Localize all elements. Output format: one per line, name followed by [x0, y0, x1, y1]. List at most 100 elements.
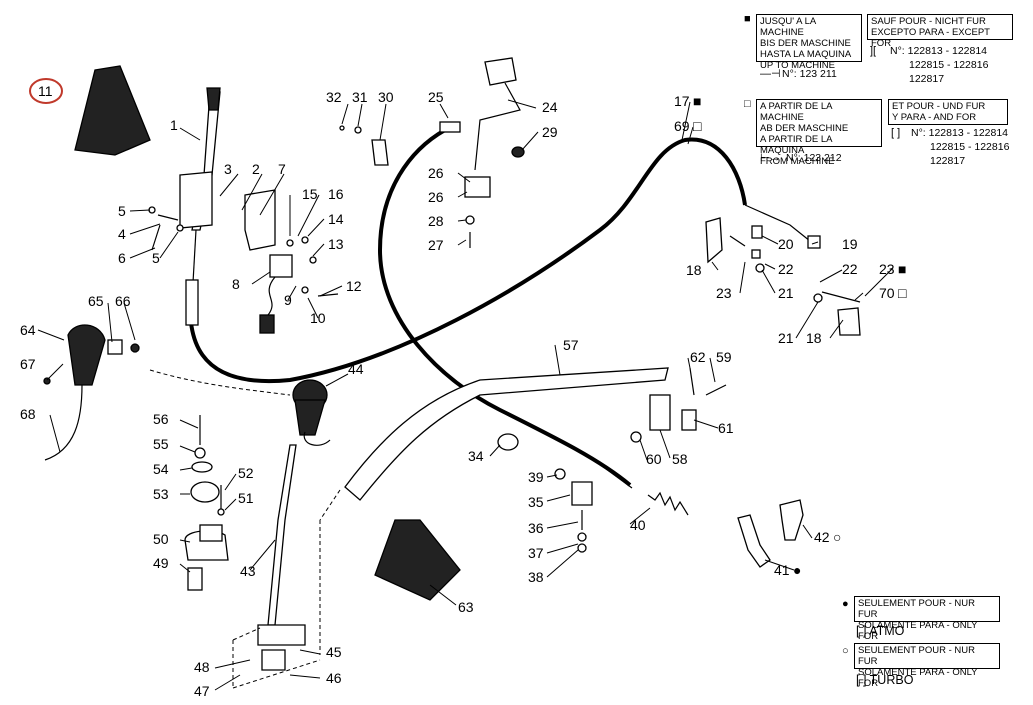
spring-clip-23: [729, 235, 746, 247]
part-40: 40: [630, 517, 646, 533]
boot-63: [374, 519, 461, 601]
bushing-49: [187, 567, 203, 591]
part-21b: 21: [778, 330, 794, 346]
part-21a: 21: [778, 285, 794, 301]
bracket-58: [649, 394, 671, 431]
atmo-box: SEULEMENT POUR - NUR FUR SOLAMENTE PARA …: [854, 596, 1000, 642]
lever-clamp: [261, 649, 286, 671]
part-23b-marker: ■: [898, 261, 906, 277]
nut-60: [630, 431, 642, 443]
and-for-box: ET POUR - UND FUR Y PARA - AND FOR: [888, 99, 1008, 125]
part-9: 9: [284, 292, 292, 308]
bushing-34: [497, 433, 519, 451]
part-32: 32: [326, 89, 342, 105]
cable-end-right: [744, 204, 816, 246]
part-45: 45: [326, 644, 342, 660]
washer-37: [577, 532, 587, 542]
part-12: 12: [346, 278, 362, 294]
part-50: 50: [153, 531, 169, 547]
housing-50-top: [199, 524, 223, 542]
part-52: 52: [238, 465, 254, 481]
part-54: 54: [153, 461, 169, 477]
until-line-4: UP TO MACHINE: [760, 60, 835, 71]
bracket-18a: [705, 217, 723, 264]
part-28: 28: [428, 213, 444, 229]
part-23a: 23: [716, 285, 732, 301]
nut-14: [301, 236, 309, 244]
atmo-line-1: SEULEMENT POUR - NUR FUR: [858, 598, 976, 620]
and-line-1: ET POUR - UND FUR: [892, 101, 986, 112]
except-line-2: EXCEPTO PARA - EXCEPT FOR: [871, 27, 990, 49]
until-arrow: —⊣: [760, 68, 781, 80]
until-machine-box: JUSQU' A LA MACHINE BIS DER MASCHINE HAS…: [756, 14, 862, 71]
part-55: 55: [153, 436, 169, 452]
switch-plug: [259, 314, 275, 334]
part-37: 37: [528, 545, 544, 561]
cable-25: [377, 128, 632, 487]
part-49: 49: [153, 555, 169, 571]
part-14: 14: [328, 211, 344, 227]
part-27: 27: [428, 237, 444, 253]
part-58: 58: [672, 451, 688, 467]
part-24: 24: [542, 99, 558, 115]
until-line-1: JUSQU' A LA MACHINE: [760, 16, 816, 38]
part-56: 56: [153, 411, 169, 427]
washer-31: [354, 126, 362, 134]
except-bracket: ][: [870, 45, 877, 57]
part-26a: 26: [428, 165, 444, 181]
pin-6: [151, 224, 161, 251]
washer-5b: [176, 224, 184, 232]
part-68: 68: [20, 406, 36, 422]
part-11: 11: [38, 83, 53, 99]
part-23b: 23: [879, 261, 895, 277]
washer-15: [286, 239, 294, 247]
from-line-3: A PARTIR DE LA MAQUINA: [760, 134, 832, 156]
lever-41: [737, 514, 771, 568]
except-serials-2: 122815 - 122816: [909, 59, 989, 71]
pin-32: [339, 125, 345, 131]
nut-21b: [813, 293, 823, 303]
part-16: 16: [328, 186, 344, 202]
pedal-arm: [474, 82, 521, 171]
part-31: 31: [352, 89, 368, 105]
part-59: 59: [716, 349, 732, 365]
part-63: 63: [458, 599, 474, 615]
and-bracket: [ ]: [891, 127, 901, 139]
lever-bracket-3: [179, 171, 213, 229]
lever-base-45: [257, 624, 306, 646]
part-48: 48: [194, 659, 210, 675]
part-60: 60: [646, 451, 662, 467]
bolt-59: [705, 384, 727, 396]
part-25: 25: [428, 89, 444, 105]
turbo-box: SEULEMENT POUR - NUR FUR SOLAMENTE PARA …: [854, 643, 1000, 689]
screw-67: [43, 377, 51, 385]
part-34: 34: [468, 448, 484, 464]
turbo-line-1: SEULEMENT POUR - NUR FUR: [858, 645, 976, 667]
washer-54: [191, 461, 213, 473]
part-53: 53: [153, 486, 169, 502]
hand-lever-grip: [206, 87, 221, 111]
part-17: 17: [674, 93, 690, 109]
part-69-marker: □: [693, 118, 702, 134]
pedal-24: [484, 57, 517, 86]
part-22a: 22: [778, 261, 794, 277]
until-line-2: BIS DER MASCHINE: [760, 38, 851, 49]
part-18a: 18: [686, 262, 702, 278]
switch-65: [107, 339, 123, 355]
part-7: 7: [278, 161, 286, 177]
part-41-marker: ●: [793, 562, 801, 578]
part-22b: 22: [842, 261, 858, 277]
switch-wire: [267, 276, 276, 316]
except-serials-3: 122817: [909, 73, 945, 85]
bushing-61: [681, 409, 697, 431]
spring-62: [689, 367, 695, 396]
knob-64: [67, 324, 106, 386]
switch-8: [269, 254, 293, 278]
bracket-7: [244, 189, 276, 251]
pedal-bracket-26: [464, 176, 491, 198]
gear-lever-43: [267, 444, 297, 626]
nut-66: [130, 343, 140, 353]
rod-57: [344, 367, 669, 501]
part-47: 47: [194, 683, 210, 699]
